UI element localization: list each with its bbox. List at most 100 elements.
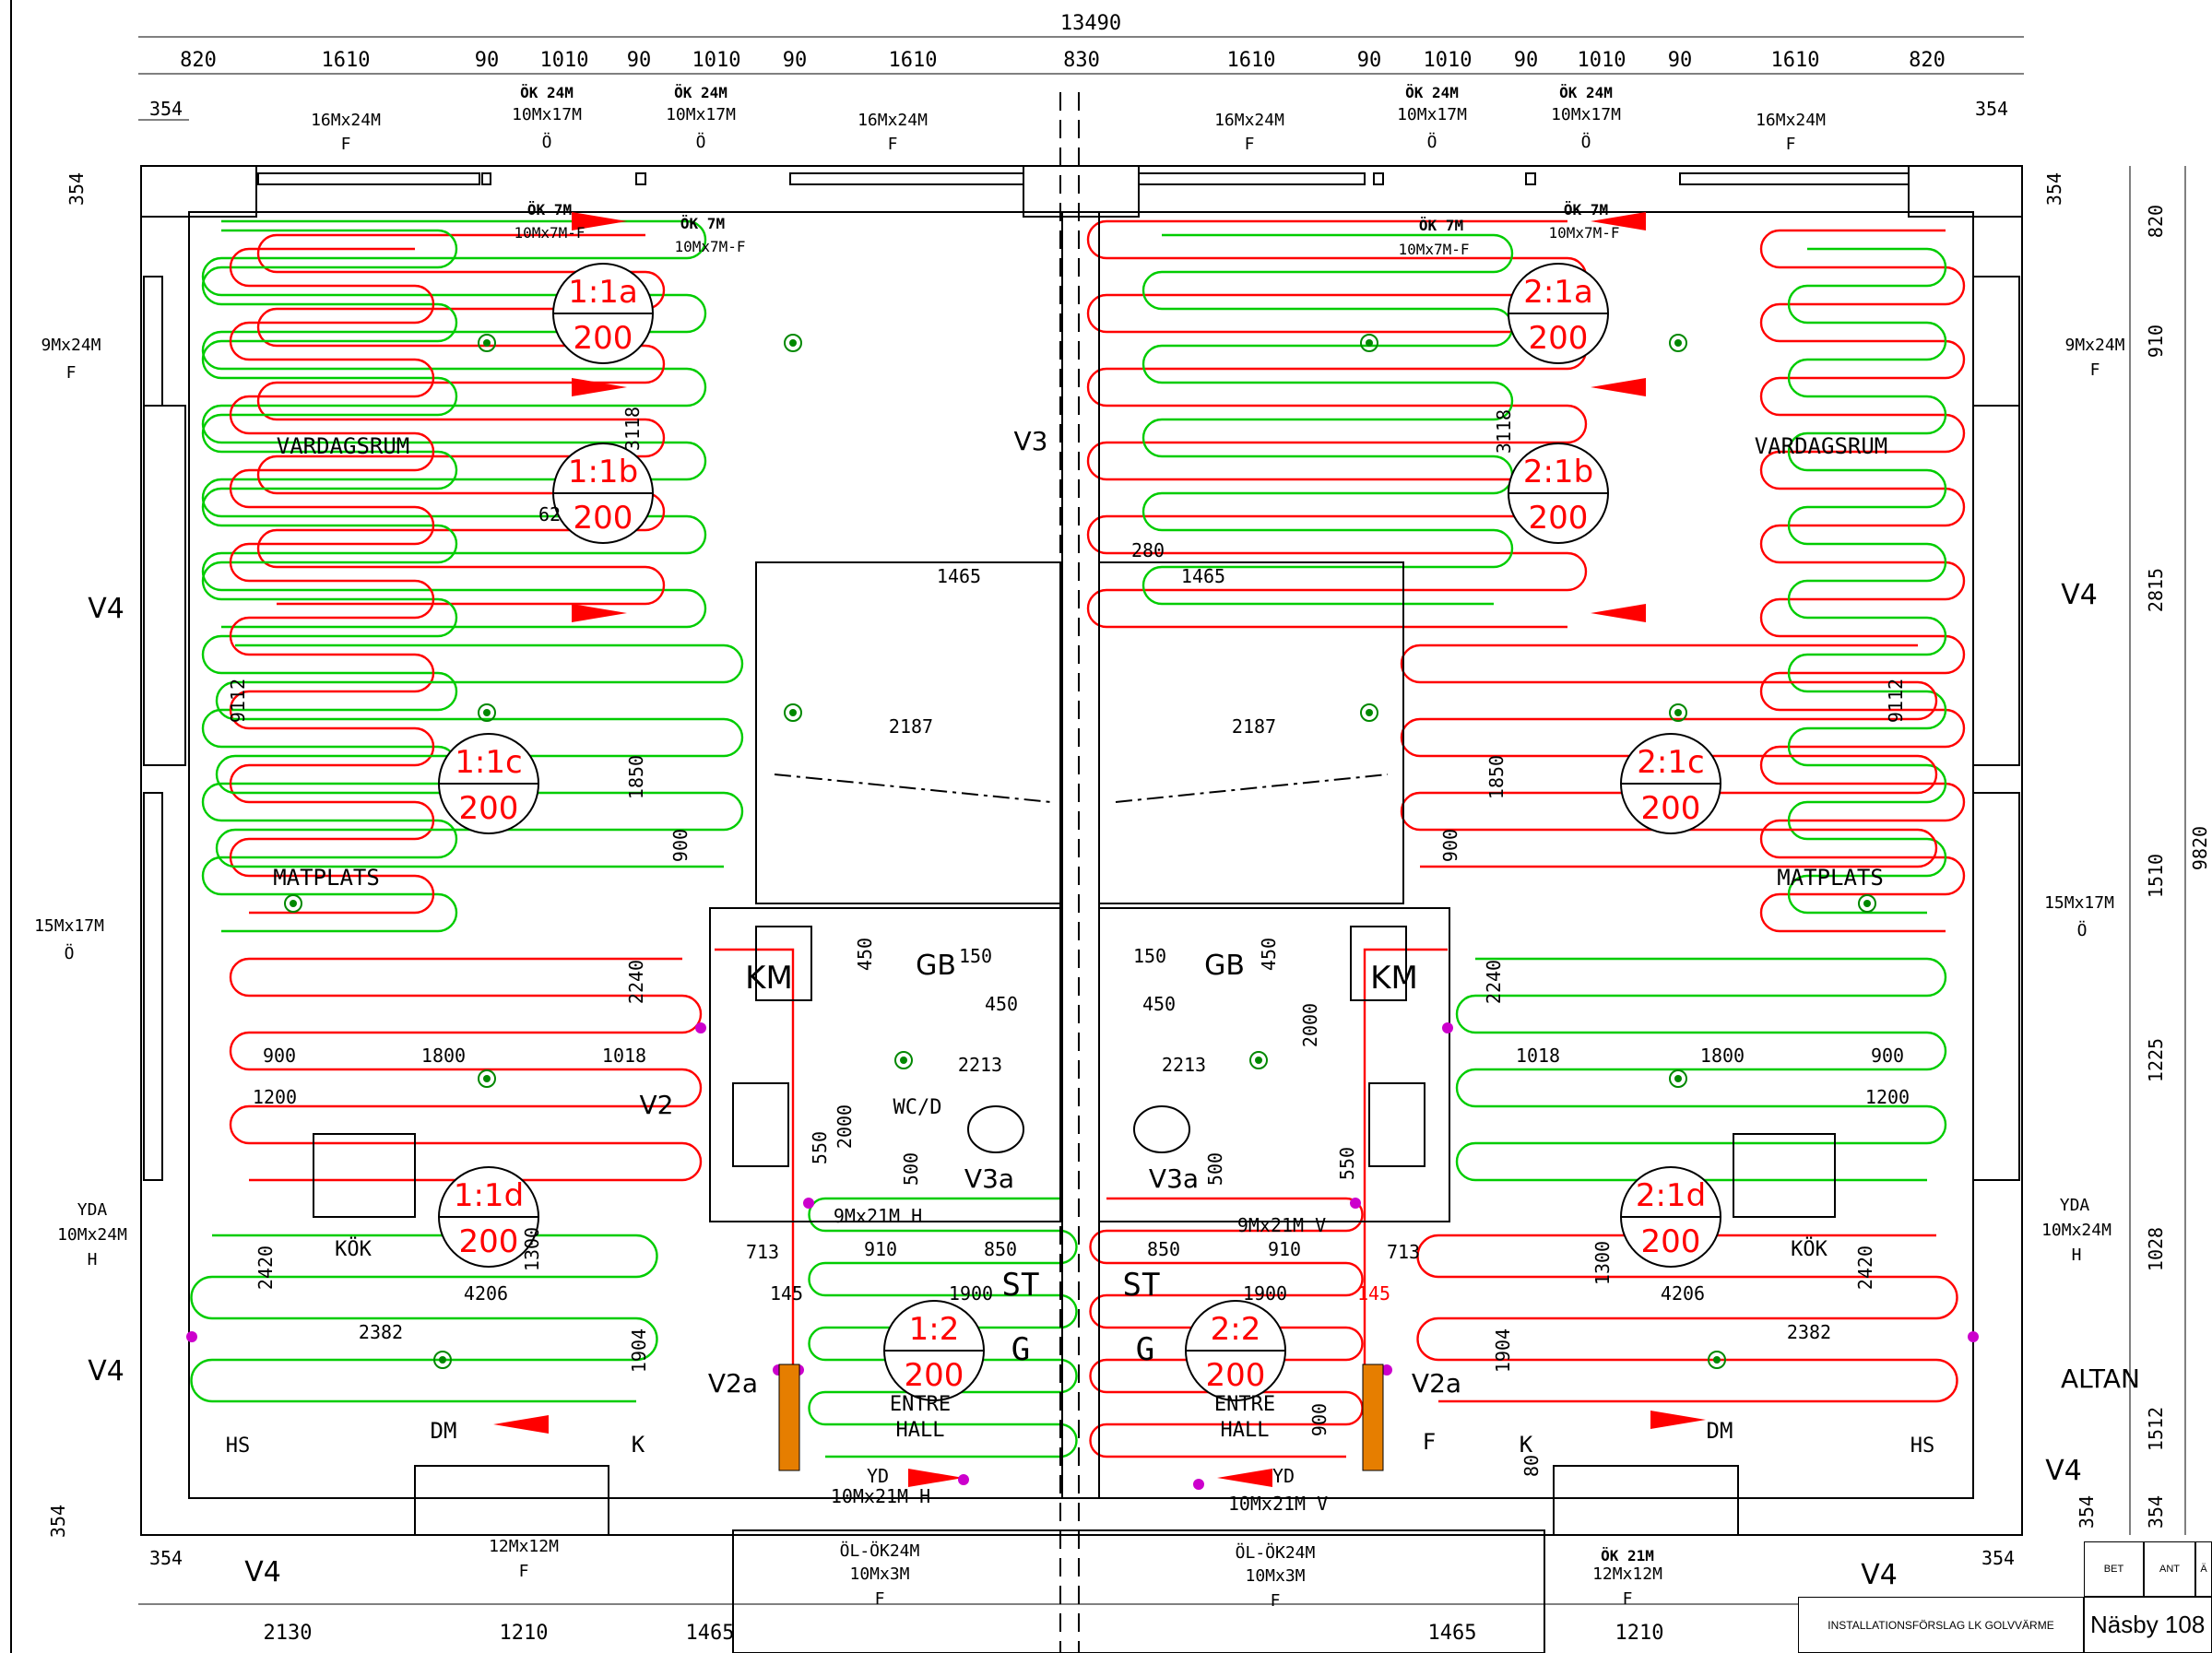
window-label: ÖK 7M — [527, 201, 572, 218]
dim-inner-value: 1300 — [521, 1227, 543, 1271]
loop-length: 200 — [574, 500, 633, 537]
valve-marker — [695, 1022, 706, 1033]
dim-inner-value: 900 — [263, 1045, 296, 1067]
walls — [10, 0, 2023, 1653]
dim-bottom-value: 354 — [149, 1547, 183, 1569]
window-label: ÖK 7M — [1419, 217, 1463, 234]
dim-right-value: 910 — [2145, 325, 2167, 358]
dim-top-value: 830 — [1063, 49, 1100, 72]
thermostat-marker — [1669, 1069, 1687, 1088]
loop-id: 2:1a — [1523, 274, 1593, 311]
floor-heating-pipes — [190, 219, 1966, 1458]
door-type: F — [875, 1589, 885, 1609]
window-type: Ö — [1581, 132, 1591, 152]
window-frame-top — [257, 172, 480, 185]
dim-top-value: 90 — [1357, 49, 1382, 72]
stairs-left — [755, 561, 1061, 904]
dim-inner-value: 500 — [1204, 1152, 1226, 1186]
flow-arrow — [1591, 604, 1646, 622]
dim-inner-value: 850 — [1147, 1238, 1180, 1260]
flow-arrow — [1650, 1411, 1706, 1429]
window-size: 9Mx24M — [41, 336, 101, 355]
dim-inner-value: 10Mx21M H — [831, 1485, 930, 1507]
window-size: 16Mx24M — [1756, 111, 1826, 130]
thermostat-marker — [1669, 334, 1687, 352]
room-f: F — [1423, 1429, 1436, 1455]
room-gb: GB — [1204, 950, 1245, 982]
dim-top-value: 1010 — [540, 49, 589, 72]
pipe-loop-2-1c-return — [1787, 247, 1947, 915]
window-type: F — [2090, 360, 2100, 380]
window-label: ÖK 7M — [1564, 201, 1608, 218]
pipe-loop-2-1d-supply — [1416, 1234, 1958, 1403]
pipe-loop-2-1d — [1455, 957, 1947, 1182]
dim-inner-value: 150 — [1133, 945, 1166, 967]
dim-inner-value: 450 — [854, 938, 876, 971]
window-type: Ö — [542, 132, 552, 152]
wc-left — [967, 1105, 1024, 1153]
window-label: ÖK 24M — [1405, 84, 1459, 101]
thermostat-marker — [1249, 1051, 1268, 1069]
dim-inner-value: 1850 — [1485, 755, 1508, 799]
window-size: 10Mx17M — [1551, 105, 1621, 124]
dim-inner-value: 145 — [770, 1282, 803, 1305]
room-km: KM — [1370, 960, 1418, 997]
room-k: K — [632, 1432, 645, 1458]
entry-porch — [732, 1529, 1545, 1653]
basin-left — [732, 1082, 789, 1167]
thermostat-marker-dot — [483, 339, 491, 347]
window-type: F — [1623, 1589, 1633, 1609]
sink-right — [1733, 1133, 1836, 1218]
dim-inner-value: 900 — [1871, 1045, 1904, 1067]
valve-marker — [1193, 1479, 1204, 1490]
dim-inner-value: 2000 — [1299, 1003, 1321, 1047]
dim-top-value: 1610 — [1227, 49, 1276, 72]
feed-line-left — [715, 948, 795, 1424]
dim-inner-value: 4206 — [464, 1282, 508, 1305]
dim-right-value: 354 — [2145, 1495, 2167, 1529]
title-block-title: INSTALLATIONSFÖRSLAG LK GOLVVÄRME — [1798, 1597, 2084, 1653]
window-size: 10Mx7M-F — [514, 224, 585, 242]
room-wcd: WC/D — [893, 1096, 942, 1119]
dim-inner-value: 1018 — [602, 1045, 646, 1067]
loop-id: 2:2 — [1211, 1311, 1261, 1348]
door-label: ÖL-ÖK24M — [840, 1541, 920, 1561]
thermostat-marker — [284, 894, 302, 913]
dim-inner-value: 2187 — [1232, 715, 1276, 738]
flow-arrow — [572, 212, 627, 230]
dim-inner-value: 850 — [984, 1238, 1017, 1260]
thermostat-marker — [433, 1351, 452, 1369]
window-frame-top — [1679, 172, 1910, 185]
pipe-loop-1-1c — [201, 229, 458, 933]
stair-line — [774, 773, 1389, 803]
room-hall: HALL — [896, 1419, 945, 1442]
flow-arrows — [493, 212, 1706, 1487]
window-size: 16Mx24M — [311, 111, 381, 130]
door-label: YDA — [2060, 1196, 2090, 1215]
dim-top-value: 1610 — [322, 49, 371, 72]
flow-arrow — [1217, 1469, 1272, 1487]
room-gb: GB — [916, 950, 956, 982]
wc-right — [1133, 1105, 1190, 1153]
loop-length: 200 — [459, 790, 519, 827]
dim-top-value: 90 — [783, 49, 808, 72]
dim-bottom-value: 1210 — [1615, 1622, 1664, 1645]
valve-marker — [1350, 1198, 1361, 1209]
dim-inner-value: 910 — [864, 1238, 897, 1260]
dim-inner-value: 1900 — [1243, 1282, 1287, 1305]
stairs-right — [1098, 561, 1404, 904]
view-v4: V4 — [2061, 579, 2098, 611]
valve-marker — [1968, 1331, 1979, 1342]
dim-inner-value: 900 — [1308, 1403, 1331, 1436]
thermostat-marker-dot — [1863, 900, 1871, 907]
dim-inner-value: 2240 — [625, 960, 647, 1004]
dim-inner-value: 900 — [669, 829, 692, 862]
dim-354: 354 — [1975, 98, 2008, 120]
room-kok: KÖK — [1791, 1237, 1828, 1261]
window-label: ÖK 24M — [1559, 84, 1613, 101]
door-size: 10Mx24M — [2041, 1221, 2111, 1240]
basin-right — [1368, 1082, 1425, 1167]
view-v4: V4 — [88, 1355, 124, 1387]
dim-top-value: 90 — [475, 49, 500, 72]
